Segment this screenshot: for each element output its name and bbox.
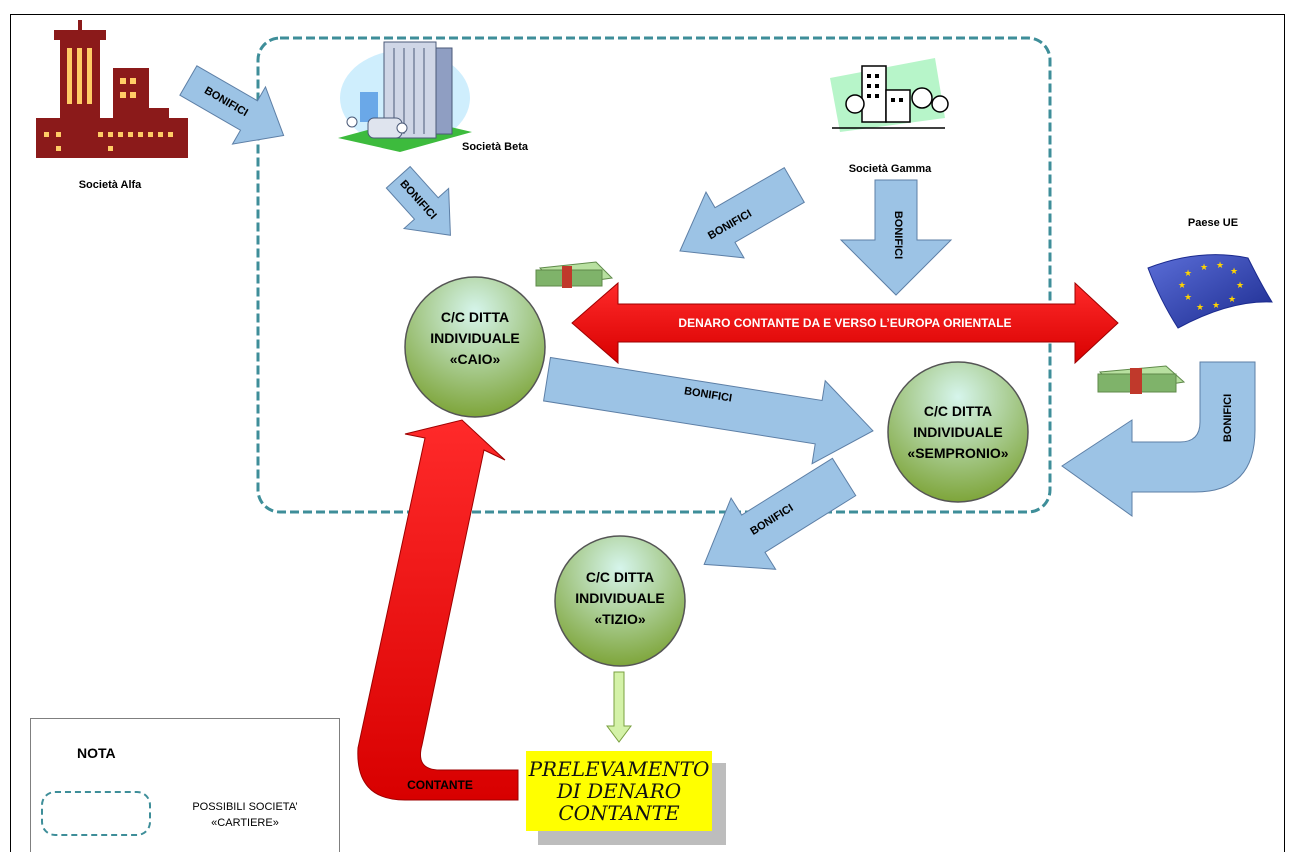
cash-europe-arrow: DENARO CONTANTE DA E VERSO L’EUROPA ORIE… (571, 281, 1119, 365)
cash-label: CONTANTE (407, 778, 473, 792)
svg-text:★: ★ (1230, 266, 1238, 276)
account-sempronio-line1: C/C DITTA (924, 403, 992, 419)
transfer-arrow-beta-caio: BONIFICI (385, 165, 451, 236)
transfer-arrow-sempronio-tizio: BONIFICI (703, 457, 857, 570)
account-caio-line2: INDIVIDUALE (430, 330, 519, 346)
account-caio-line1: C/C DITTA (441, 309, 509, 325)
transfer-arrow-gamma-down: BONIFICI (839, 179, 953, 296)
legend-line2: «CARTIERE» (211, 817, 279, 829)
transfer-label: BONIFICI (892, 211, 904, 259)
svg-text:★: ★ (1178, 280, 1186, 290)
transfer-arrow-gamma-caio: BONIFICI (679, 166, 805, 259)
eu-country-label: Paese UE (1188, 217, 1238, 229)
eu-flag-icon: ★★★ ★★★ ★★★ ★ (1147, 254, 1273, 329)
svg-text:★: ★ (1228, 294, 1236, 304)
account-sempronio-line2: INDIVIDUALE (913, 424, 1002, 440)
cash-withdrawal-box: PRELEVAMENTO DI DENARO CONTANTE (526, 751, 712, 831)
outer-frame (10, 14, 1285, 852)
transfer-arrow-alfa-beta: BONIFICI (179, 65, 285, 145)
account-tizio-line3: «TIZIO» (594, 611, 646, 627)
account-sempronio-line3: «SEMPRONIO» (907, 445, 1008, 461)
svg-text:★: ★ (1216, 260, 1224, 270)
transfer-arrow-caio-sempronio: BONIFICI (543, 356, 874, 465)
banknotes-icon (535, 261, 614, 288)
cash-return-arrow: CONTANTE (357, 419, 519, 801)
legend-note: NOTA POSSIBILI SOCIETA’ «CARTIERE» (30, 718, 340, 852)
cash-europe-label: DENARO CONTANTE DA E VERSO L’EUROPA ORIE… (678, 316, 1011, 330)
withdraw-arrow (606, 671, 632, 743)
withdrawal-line3: CONTANTE (558, 801, 680, 825)
withdrawal-line1: PRELEVAMENTO (528, 757, 710, 781)
company-beta-label: Società Beta (462, 141, 529, 153)
svg-text:★: ★ (1236, 280, 1244, 290)
svg-text:★: ★ (1196, 302, 1204, 312)
svg-text:★: ★ (1212, 300, 1220, 310)
note-title: NOTA (77, 745, 116, 761)
account-sempronio: C/C DITTA INDIVIDUALE «SEMPRONIO» (887, 361, 1029, 503)
transfer-arrow-eu-sempronio: BONIFICI (1061, 361, 1256, 517)
account-tizio-line2: INDIVIDUALE (575, 590, 664, 606)
company-gamma-label: Società Gamma (849, 163, 932, 175)
transfer-label: BONIFICI (1222, 394, 1234, 442)
withdrawal-line2: DI DENARO (556, 779, 682, 803)
legend-text: POSSIBILI SOCIETA’ «CARTIERE» (175, 799, 315, 831)
factory-building-icon (36, 20, 188, 158)
legend-dashed-swatch (41, 791, 151, 836)
account-caio: C/C DITTA INDIVIDUALE «CAIO» (404, 276, 546, 418)
company-alfa-label: Società Alfa (79, 179, 142, 191)
svg-text:★: ★ (1200, 262, 1208, 272)
cartiere-area (256, 36, 1052, 514)
account-tizio: C/C DITTA INDIVIDUALE «TIZIO» (554, 535, 686, 667)
account-caio-line3: «CAIO» (450, 351, 501, 367)
svg-text:★: ★ (1184, 292, 1192, 302)
svg-text:★: ★ (1184, 268, 1192, 278)
banknotes-icon (1097, 365, 1186, 394)
legend-line1: POSSIBILI SOCIETA’ (192, 801, 298, 813)
office-building-icon (338, 41, 472, 152)
account-tizio-line1: C/C DITTA (586, 569, 654, 585)
city-park-icon (830, 58, 949, 132)
